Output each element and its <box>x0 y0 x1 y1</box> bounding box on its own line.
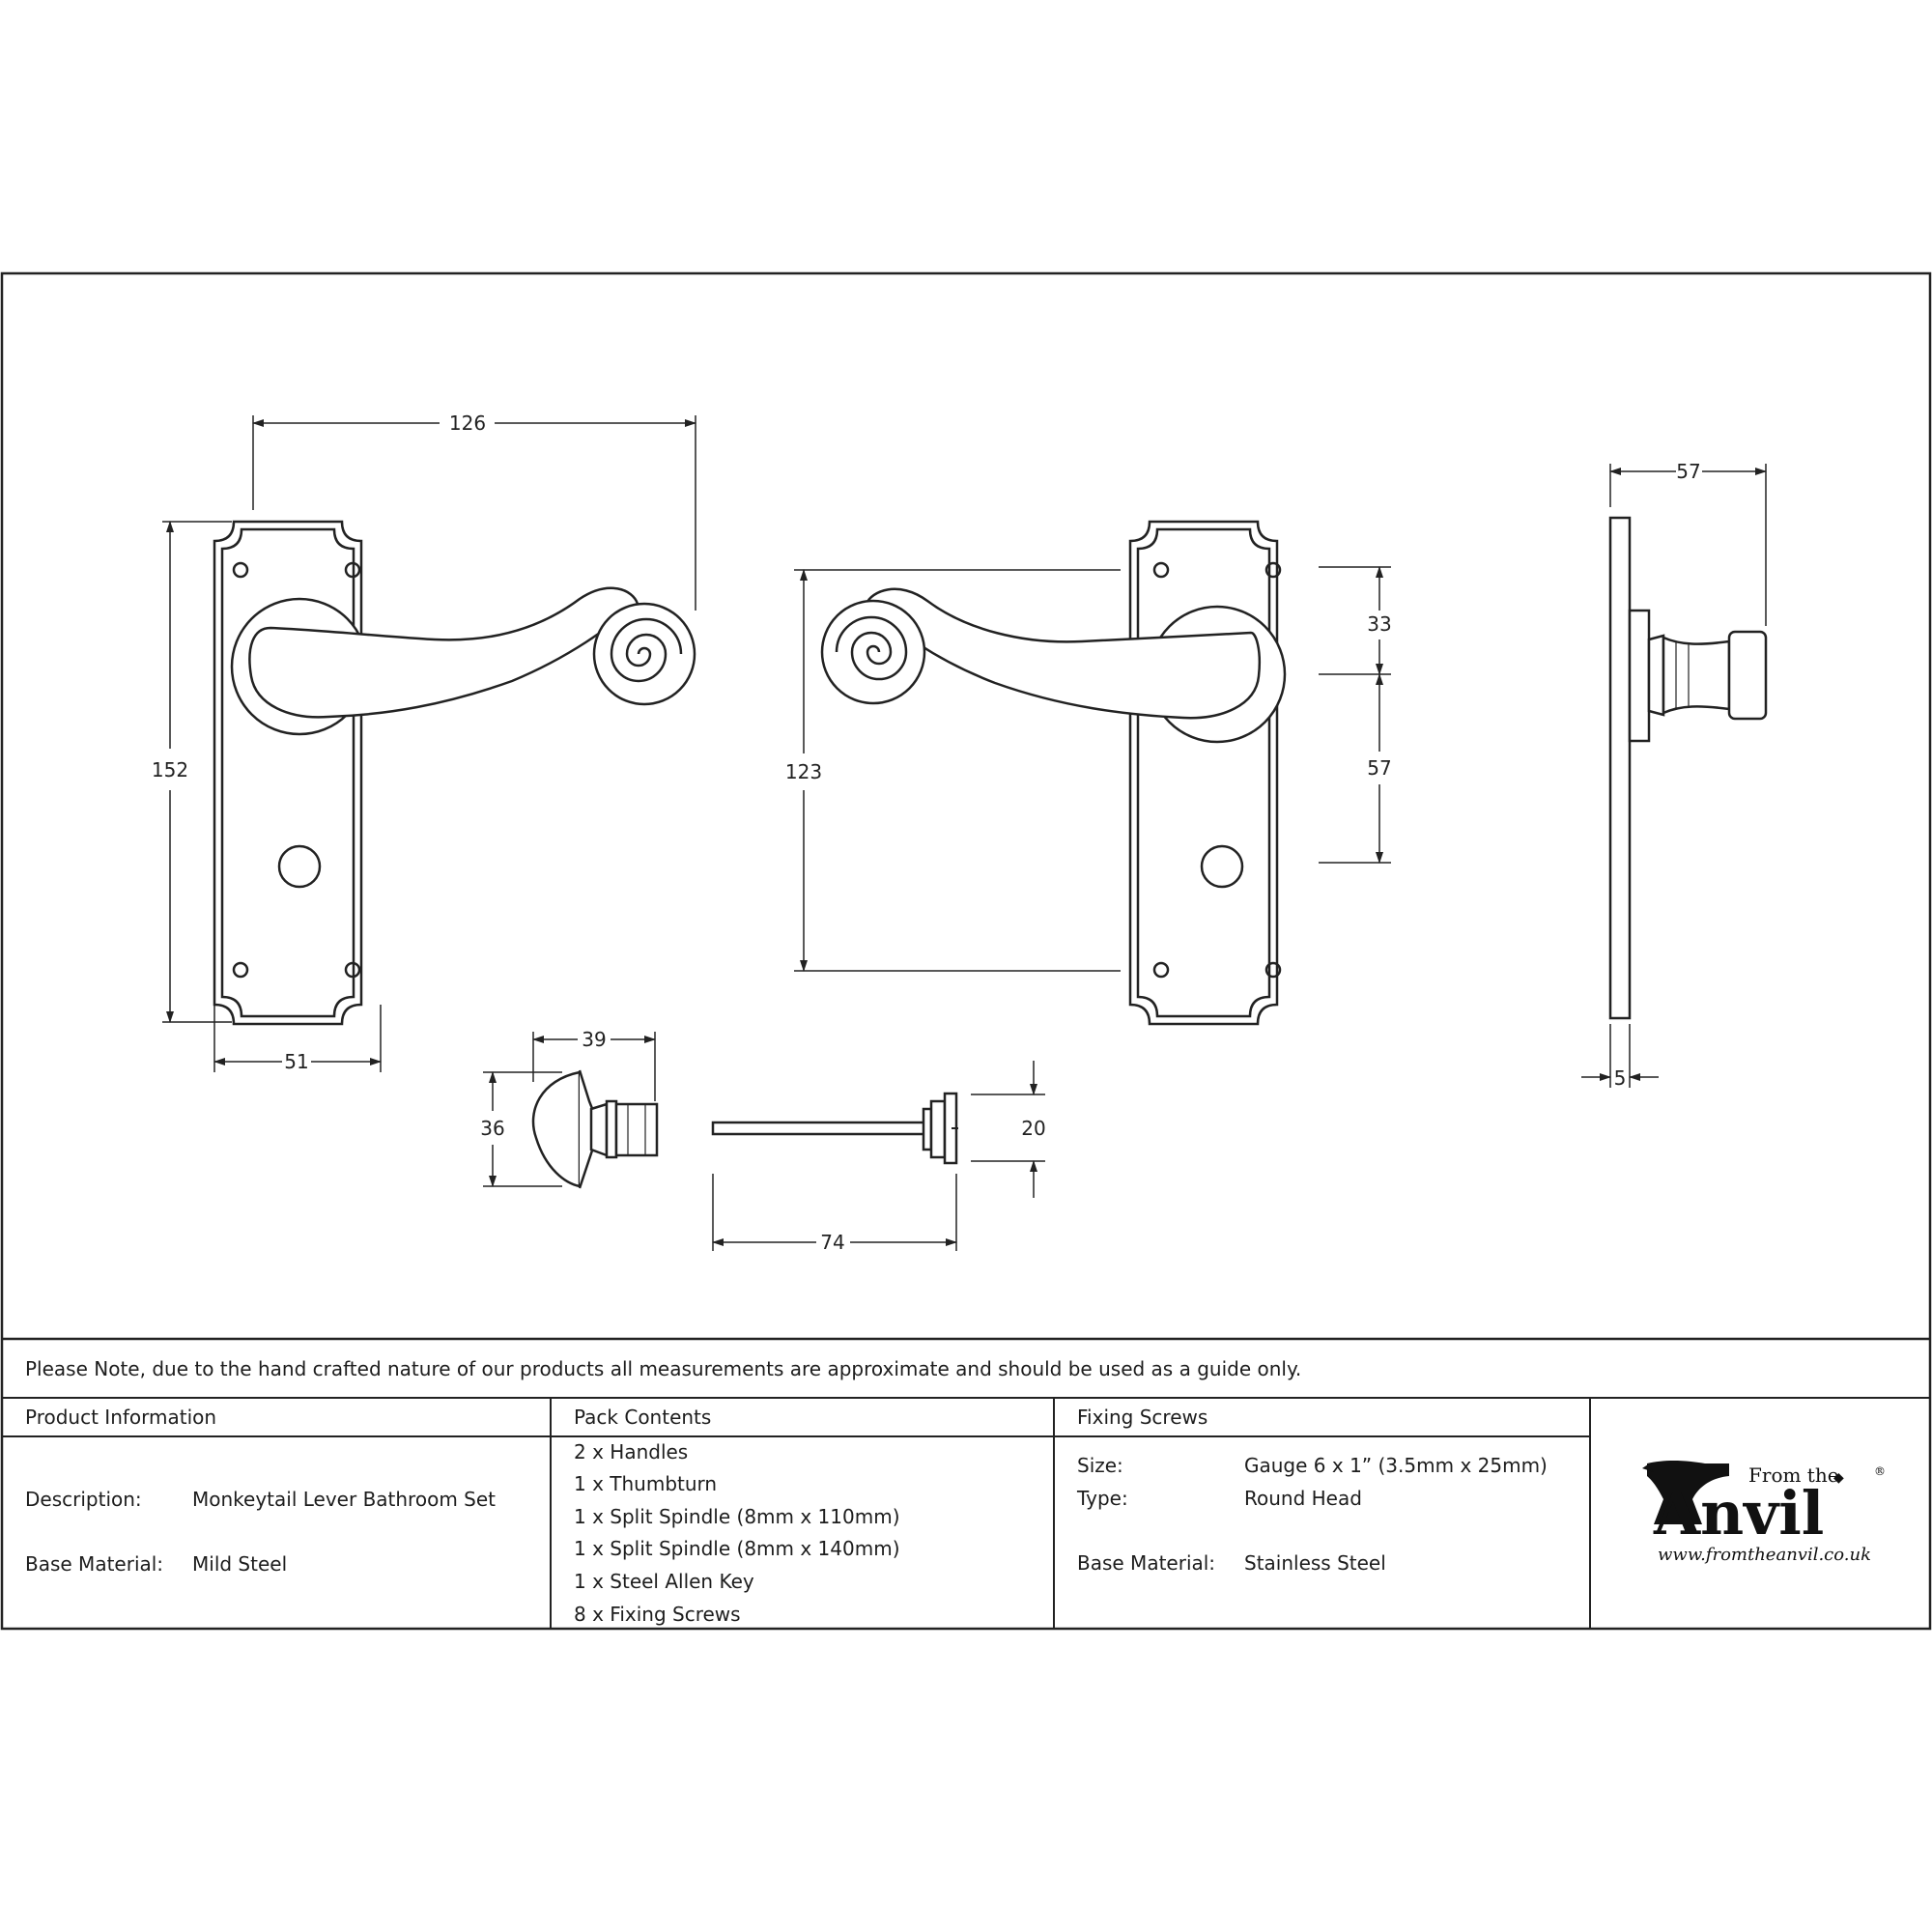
dim-39: 39 <box>582 1028 606 1051</box>
description-label: Description: <box>25 1488 142 1511</box>
diamond-icon: ◆ <box>1833 1470 1844 1486</box>
drawing-frame <box>0 271 1932 1631</box>
pack-item: 2 x Handles <box>574 1440 688 1463</box>
dim-5: 5 <box>1614 1066 1627 1090</box>
from-the-anvil-logo: From the ◆ ® Anvil www.fromtheanvil.co.u… <box>1642 1460 1886 1565</box>
spindle-view: 20 74 <box>711 1061 1046 1254</box>
base-material-label: Base Material: <box>25 1552 163 1576</box>
dim-33: 33 <box>1367 612 1391 636</box>
base-material-value: Mild Steel <box>192 1552 287 1576</box>
left-lever-handle-view: 126 152 51 <box>152 412 696 1073</box>
dim-51: 51 <box>284 1050 308 1073</box>
product-information-header: Product Information <box>25 1406 216 1429</box>
pack-item: 1 x Steel Allen Key <box>574 1570 754 1593</box>
screw-type-value: Round Head <box>1244 1487 1362 1510</box>
pack-contents-header: Pack Contents <box>574 1406 711 1429</box>
screw-base-material-label: Base Material: <box>1077 1551 1215 1575</box>
dim-36: 36 <box>480 1117 504 1140</box>
disclaimer-note: Please Note, due to the hand crafted nat… <box>25 1357 1301 1380</box>
screw-base-material-value: Stainless Steel <box>1244 1551 1386 1575</box>
dim-123: 123 <box>785 760 822 783</box>
pack-item: 8 x Fixing Screws <box>574 1603 741 1626</box>
screw-size-value: Gauge 6 x 1” (3.5mm x 25mm) <box>1244 1454 1548 1477</box>
logo-url: www.fromtheanvil.co.uk <box>1658 1545 1871 1565</box>
logo-brand: Anvil <box>1653 1478 1824 1548</box>
logo-registered: ® <box>1874 1464 1886 1478</box>
screw-size-label: Size: <box>1077 1454 1123 1477</box>
pack-item: 1 x Split Spindle (8mm x 110mm) <box>574 1505 900 1528</box>
profile-side-view: 57 5 <box>1581 460 1768 1090</box>
anvil-icon <box>1647 1460 1729 1524</box>
dim-152: 152 <box>152 758 188 781</box>
description-value: Monkeytail Lever Bathroom Set <box>192 1488 496 1511</box>
logo-from-the: From the <box>1748 1463 1839 1487</box>
pack-item: 1 x Split Spindle (8mm x 140mm) <box>574 1537 900 1560</box>
fixing-screws-header: Fixing Screws <box>1077 1406 1208 1429</box>
thumbturn-view: 39 36 <box>480 1028 659 1189</box>
dim-74: 74 <box>820 1231 844 1254</box>
dim-126: 126 <box>449 412 486 435</box>
screw-type-label: Type: <box>1076 1487 1128 1510</box>
pack-item: 1 x Thumbturn <box>574 1472 717 1495</box>
info-table: Product Information Description: Monkeyt… <box>2 1398 1591 1629</box>
center-lever-handle-view: 123 33 57 <box>785 520 1392 1026</box>
dim-57-profile: 57 <box>1676 460 1700 483</box>
dim-57-vertical: 57 <box>1367 756 1391 780</box>
dim-20: 20 <box>1021 1117 1045 1140</box>
